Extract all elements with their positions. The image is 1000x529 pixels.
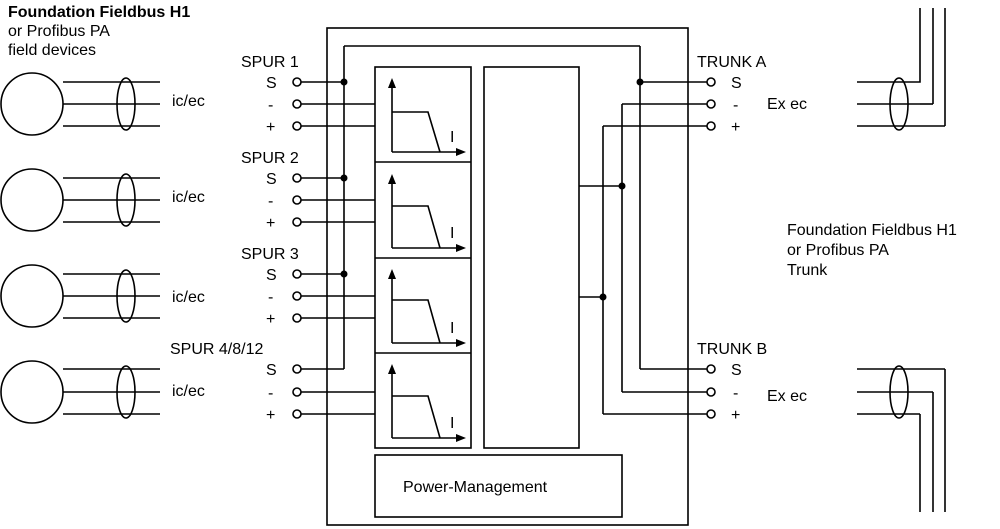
trunk-cables <box>857 8 946 512</box>
spur-1-cable: ic/ec <box>172 93 205 110</box>
spur-4-cable: ic/ec <box>172 383 205 400</box>
svg-text:+: + <box>266 311 275 328</box>
limiter-graph-1 <box>391 84 460 153</box>
left-subtitle-2: field devices <box>8 42 96 59</box>
svg-text:S: S <box>266 362 277 379</box>
spur-1-label: SPUR 1 <box>241 54 299 71</box>
trunk-a-cable: Ex ec <box>767 96 807 113</box>
svg-text:I: I <box>450 320 454 337</box>
terminals <box>292 77 716 419</box>
right-note-line1: Foundation Fieldbus H1 <box>787 222 957 239</box>
graph-arrows <box>388 78 466 442</box>
svg-text:+: + <box>731 407 740 424</box>
left-subtitle: or Profibus PA <box>8 23 110 40</box>
svg-text:+: + <box>731 119 740 136</box>
svg-text:-: - <box>733 97 738 114</box>
spur-4-label: SPUR 4/8/12 <box>170 341 263 358</box>
svg-text:I: I <box>450 415 454 432</box>
junction-dots <box>340 78 644 301</box>
device-housing <box>326 27 689 526</box>
right-note-line2: or Profibus PA <box>787 242 889 259</box>
svg-text:S: S <box>266 267 277 284</box>
svg-text:S: S <box>731 75 742 92</box>
svg-text:+: + <box>266 119 275 136</box>
trunk-b-cable: Ex ec <box>767 388 807 405</box>
left-title: Foundation Fieldbus H1 <box>8 4 190 21</box>
trunk-terminal-labels: S - + S - + <box>731 75 742 424</box>
svg-text:I: I <box>450 129 454 146</box>
field-devices <box>0 72 160 424</box>
trunk-a-label: TRUNK A <box>697 54 767 71</box>
svg-text:+: + <box>266 215 275 232</box>
limiter-graph-2 <box>391 180 460 249</box>
controller-block <box>483 66 580 449</box>
svg-text:S: S <box>266 171 277 188</box>
spur-3-label: SPUR 3 <box>241 246 299 263</box>
trunk-b-label: TRUNK B <box>697 341 767 358</box>
svg-text:-: - <box>268 97 273 114</box>
spur-2-cable: ic/ec <box>172 189 205 206</box>
power-management-label: Power-Management <box>403 479 548 496</box>
svg-text:-: - <box>268 289 273 306</box>
trunk-wiring <box>579 81 707 415</box>
spur-2-label: SPUR 2 <box>241 150 299 167</box>
limiter-graph-3 <box>391 275 460 344</box>
spur-terminal-labels: S - + S - + S - + S - + <box>266 75 277 424</box>
right-note-line3: Trunk <box>787 262 828 279</box>
spur-wiring <box>301 81 375 415</box>
svg-text:S: S <box>731 362 742 379</box>
spur-3-cable: ic/ec <box>172 289 205 306</box>
svg-text:S: S <box>266 75 277 92</box>
svg-text:I: I <box>450 225 454 242</box>
limiter-graph-4 <box>391 370 460 439</box>
svg-text:-: - <box>268 385 273 402</box>
svg-text:-: - <box>268 193 273 210</box>
current-axis-labels: I I I I <box>450 129 454 432</box>
svg-text:+: + <box>266 407 275 424</box>
power-management-box <box>374 454 623 518</box>
svg-text:-: - <box>733 385 738 402</box>
